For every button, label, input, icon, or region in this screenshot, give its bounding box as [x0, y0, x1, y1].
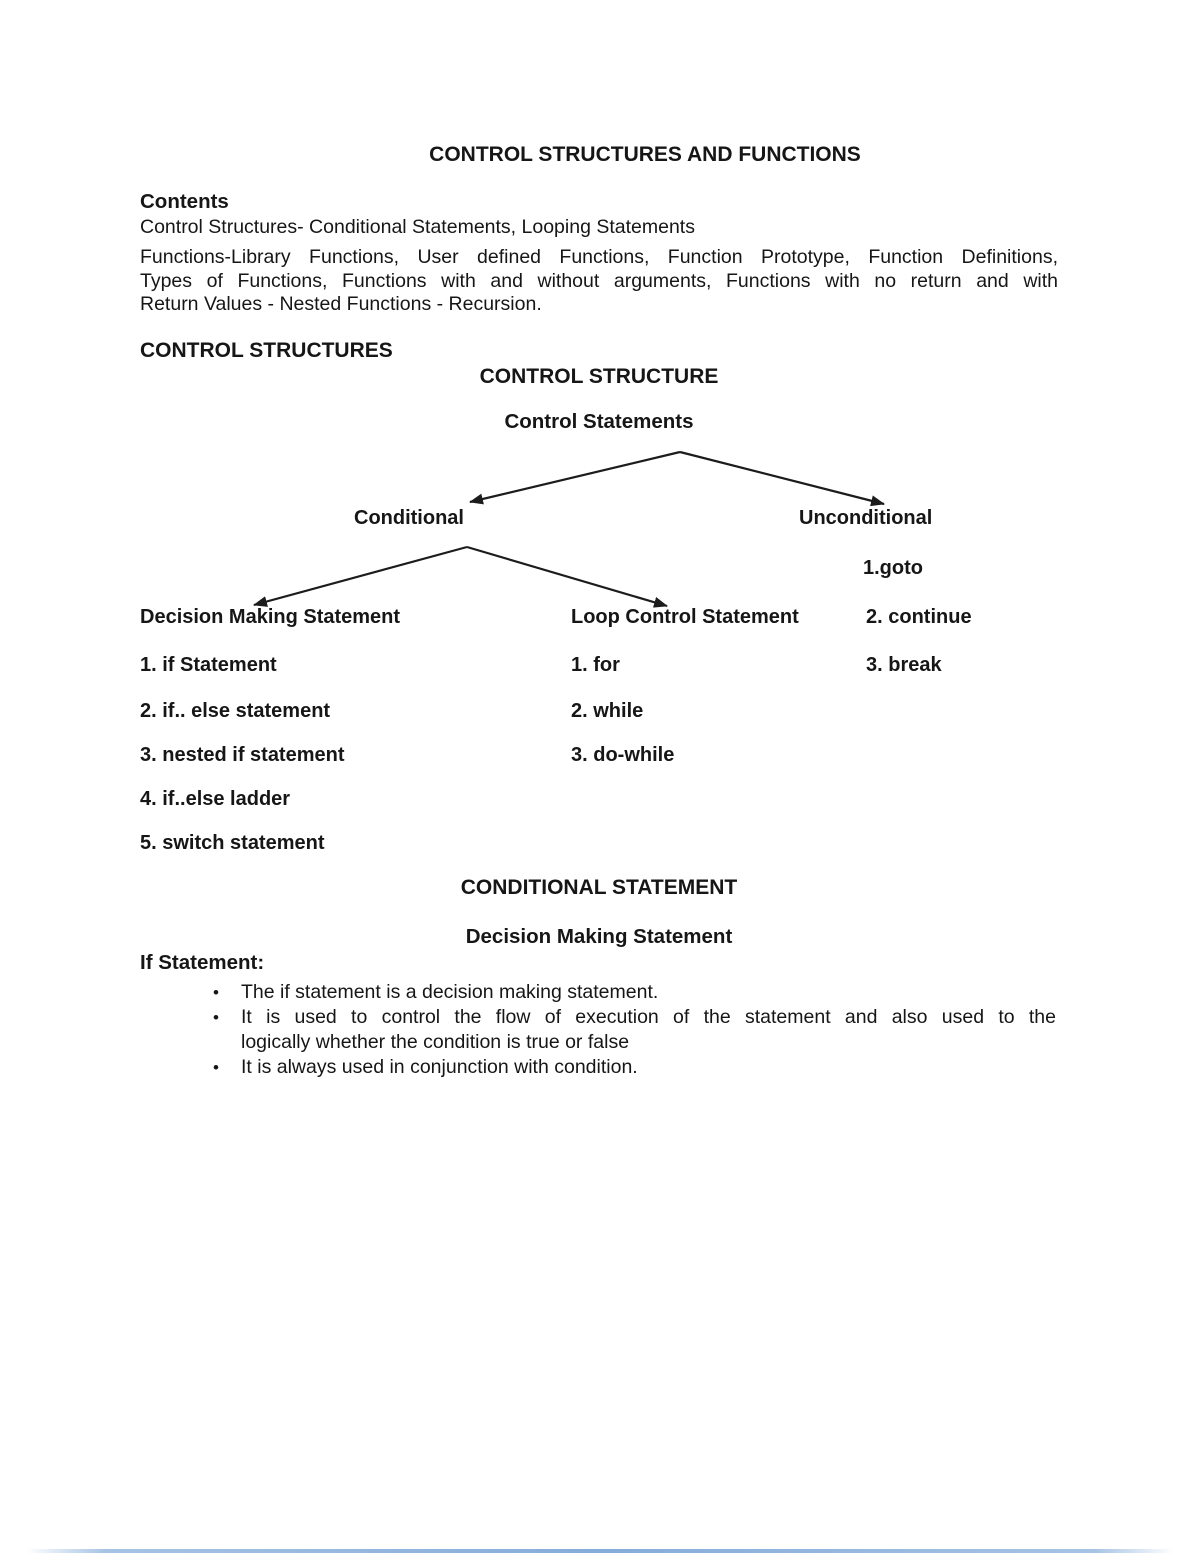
- branch-label-conditional: Conditional: [354, 507, 464, 529]
- bullet-text: The if statement is a decision making st…: [241, 981, 659, 1003]
- contents-heading: Contents: [140, 190, 229, 213]
- decision-item: 1. if Statement: [140, 654, 277, 676]
- loop-item: 1. for: [571, 654, 620, 676]
- paragraph-line: Types of Functions, Functions with and w…: [140, 269, 1058, 292]
- arrow-root-to-unconditional: [679, 450, 885, 507]
- bullet-line: It is used to control the flow of execut…: [241, 1006, 1056, 1028]
- unconditional-item: 1.goto: [863, 557, 923, 579]
- document-title: CONTROL STRUCTURES AND FUNCTIONS: [429, 143, 861, 166]
- diagram-root-label: Control Statements: [504, 410, 694, 433]
- arrow-conditional-to-decision: [253, 545, 468, 607]
- diagram-heading: CONTROL STRUCTURE: [479, 365, 719, 388]
- bullet-line: logically whether the condition is true …: [241, 1031, 630, 1053]
- if-statement-label: If Statement:: [140, 951, 265, 974]
- bullet-item: • It is used to control the flow of exec…: [213, 1005, 1058, 1055]
- paragraph-line: Functions-Library Functions, User define…: [140, 246, 1058, 268]
- decision-item: 3. nested if statement: [140, 744, 345, 766]
- bullet-text: It is used to control the flow of execut…: [241, 1005, 1058, 1055]
- loop-column-heading: Loop Control Statement: [571, 606, 799, 628]
- arrow-root-to-conditional: [469, 450, 681, 505]
- decision-making-subheading: Decision Making Statement: [465, 925, 733, 948]
- arrow-conditional-to-loop: [466, 545, 668, 608]
- decision-item: 4. if..else ladder: [140, 788, 291, 810]
- branch-label-unconditional: Unconditional: [799, 507, 933, 529]
- decision-column-heading: Decision Making Statement: [140, 606, 401, 628]
- bullet-item: • The if statement is a decision making …: [213, 980, 1058, 1005]
- unconditional-item: 3. break: [866, 654, 942, 676]
- contents-intro-line: Control Structures- Conditional Statemen…: [140, 216, 695, 238]
- bullet-marker: •: [213, 1008, 219, 1027]
- conditional-statement-heading: CONDITIONAL STATEMENT: [460, 876, 738, 899]
- unconditional-item: 2. continue: [866, 606, 972, 628]
- bullet-marker: •: [213, 1058, 219, 1077]
- bullet-item: • It is always used in conjunction with …: [213, 1055, 1058, 1080]
- bullet-text: It is always used in conjunction with co…: [241, 1056, 638, 1078]
- decision-item: 2. if.. else statement: [140, 700, 331, 722]
- contents-paragraph: Functions-Library Functions, User define…: [140, 246, 1058, 317]
- loop-item: 2. while: [571, 700, 644, 722]
- bullet-marker: •: [213, 983, 219, 1002]
- loop-item: 3. do-while: [571, 744, 675, 766]
- section-heading: CONTROL STRUCTURES: [140, 339, 393, 362]
- paragraph-line: Return Values - Nested Functions - Recur…: [140, 293, 542, 315]
- decision-item: 5. switch statement: [140, 832, 325, 854]
- page-bottom-blue-line: [26, 1549, 1174, 1553]
